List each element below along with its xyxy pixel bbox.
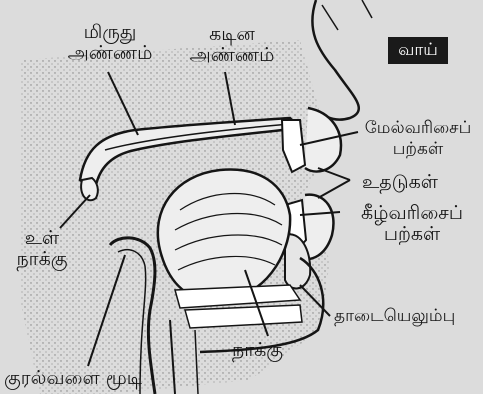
label-tongue: நாக்கு [232,340,283,361]
label-soft-palate-line2: அண்ணம் [58,43,162,64]
label-lower-teeth: கீழ்வரிசைப் பற்கள் [346,203,478,245]
title-badge: வாய் [388,37,448,64]
label-soft-palate: மிருது அண்ணம் [58,22,162,64]
label-lips: உதடுகள் [362,172,438,193]
label-lower-teeth-line2: பற்கள் [346,224,478,245]
label-hard-palate: கடின அண்ணம் [180,24,284,66]
label-upper-teeth-line2: பற்கள் [356,139,480,160]
label-upper-teeth-line1: மேல்வரிசைப் [356,118,480,139]
label-hard-palate-line2: அண்ணம் [180,45,284,66]
label-uvula-line1: உள் [10,228,74,249]
label-epiglottis: குரல்வளை மூடி [4,368,142,389]
label-soft-palate-line1: மிருது [58,22,162,43]
label-uvula-line2: நாக்கு [10,249,74,270]
label-jaw-bone: தாடையெலும்பு [334,306,455,327]
label-lower-teeth-line1: கீழ்வரிசைப் [346,203,478,224]
label-hard-palate-line1: கடின [180,24,284,45]
label-upper-teeth: மேல்வரிசைப் பற்கள் [356,118,480,160]
label-uvula: உள் நாக்கு [10,228,74,270]
